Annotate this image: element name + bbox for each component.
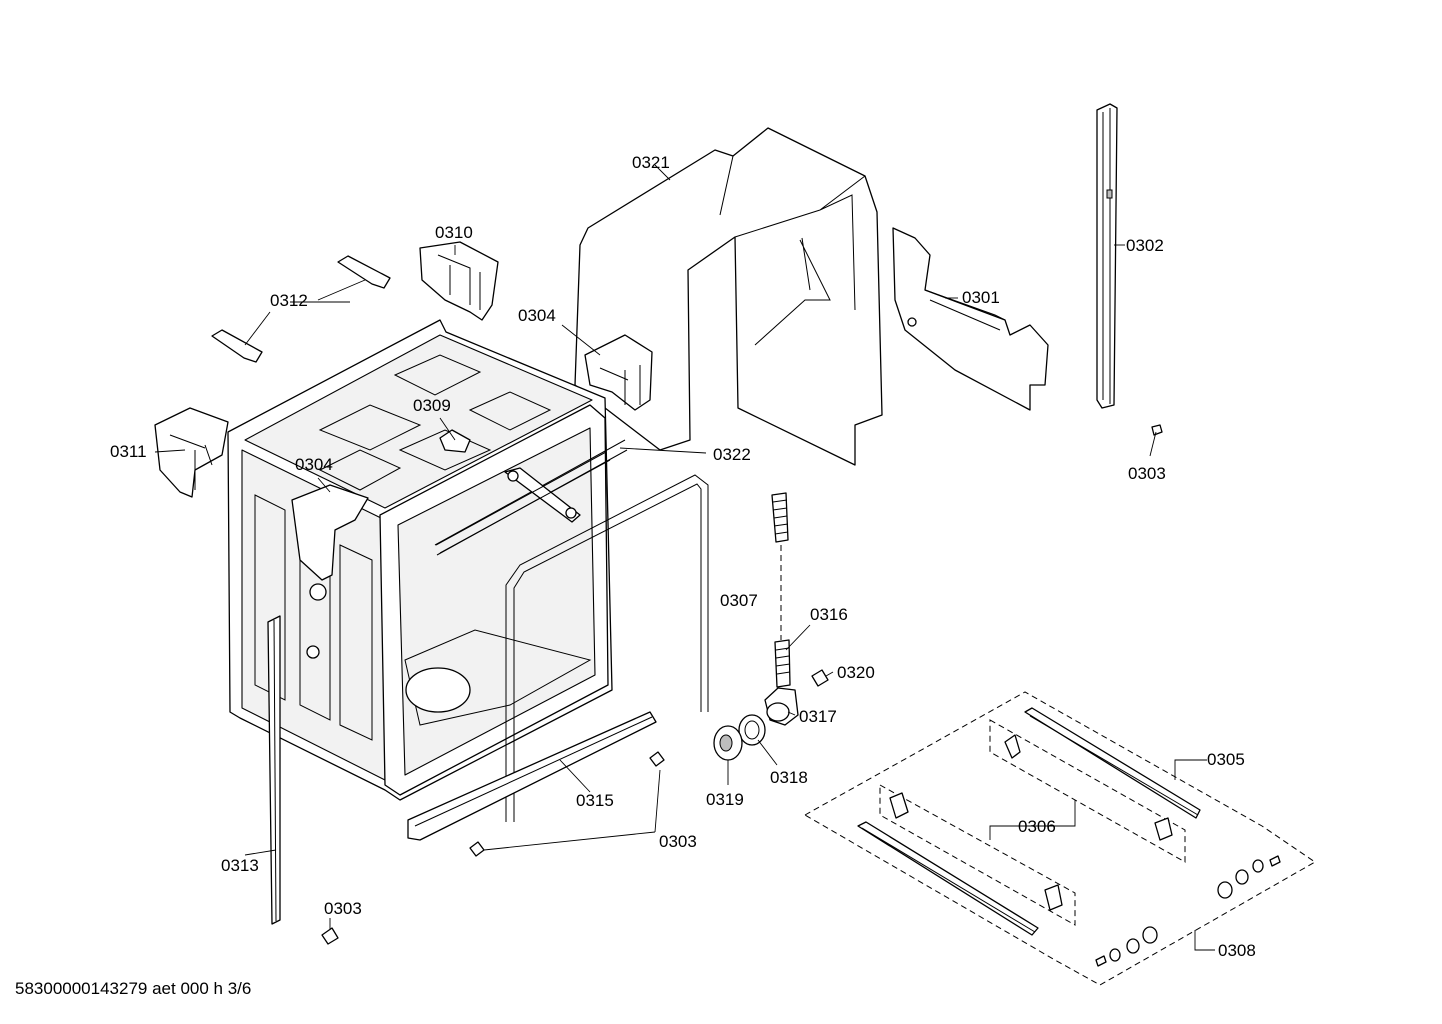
part-0306-rail — [857, 792, 1063, 936]
part-labels: 0321 0302 0301 0310 0312 0304 0309 0311 … — [110, 153, 1256, 960]
label-0315: 0315 — [576, 791, 614, 810]
label-0306: 0306 — [1018, 817, 1056, 836]
part-0303-screw-right — [1151, 424, 1163, 436]
leader-lines — [154, 164, 1215, 951]
label-0312: 0312 — [270, 291, 308, 310]
label-0305: 0305 — [1207, 750, 1245, 769]
part-0301-bracket — [892, 227, 1049, 411]
label-0309: 0309 — [413, 396, 451, 415]
label-0303-right: 0303 — [1128, 464, 1166, 483]
part-0311-clip — [154, 407, 229, 498]
part-0315-strip — [407, 711, 657, 841]
part-0308-kit-outline — [803, 691, 1316, 986]
label-0301: 0301 — [962, 288, 1000, 307]
label-0317: 0317 — [799, 707, 837, 726]
part-0318-ring — [738, 714, 766, 746]
label-0322: 0322 — [713, 445, 751, 464]
part-0313-strip — [267, 615, 281, 925]
part-0321-hood — [574, 127, 883, 466]
label-0321: 0321 — [632, 153, 670, 172]
label-0308: 0308 — [1218, 941, 1256, 960]
label-0316: 0316 — [810, 605, 848, 624]
part-0319-cap — [713, 725, 743, 761]
part-0308-fittings — [1095, 855, 1281, 967]
drawing-number: 58300000143279 aet 000 h 3/6 — [15, 979, 252, 998]
part-0320-screw — [811, 669, 829, 687]
part-0310-clip — [419, 241, 499, 321]
label-0310: 0310 — [435, 223, 473, 242]
label-0303-mid: 0303 — [659, 832, 697, 851]
label-0303-bottom: 0303 — [324, 899, 362, 918]
part-0317-elbow — [764, 687, 799, 726]
part-0316-hose — [771, 492, 791, 688]
label-0304-mid: 0304 — [295, 455, 333, 474]
label-0313: 0313 — [221, 856, 259, 875]
part-0305-rail — [1004, 707, 1201, 841]
label-0304-top: 0304 — [518, 306, 556, 325]
label-0311: 0311 — [110, 442, 147, 461]
part-0302-rail — [1096, 103, 1118, 409]
part-tub — [227, 319, 628, 801]
label-0318: 0318 — [770, 768, 808, 787]
label-0320: 0320 — [837, 663, 875, 682]
part-0312-plates — [211, 255, 391, 363]
part-0303-screw-bottom — [321, 927, 339, 945]
part-0307-seal — [435, 451, 709, 822]
label-0307: 0307 — [720, 591, 758, 610]
part-0304-clip-top — [584, 334, 653, 411]
part-0303-screw-mid — [469, 751, 665, 857]
label-0319: 0319 — [706, 790, 744, 809]
label-0302: 0302 — [1126, 236, 1164, 255]
